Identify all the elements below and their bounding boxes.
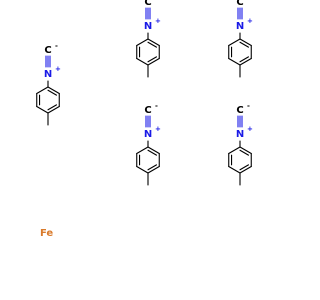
- ring-double-bond: [47, 89, 57, 96]
- positive-charge-label: +: [247, 17, 253, 25]
- ligand-2: C - N+: [228, 0, 253, 78]
- negative-charge-label: -: [155, 0, 158, 2]
- ring-bond: [36, 105, 49, 114]
- ring-bond: [147, 57, 160, 66]
- carbon-atom-label: C: [144, 105, 151, 116]
- ring-bond: [228, 38, 241, 47]
- ring-double-bond: [239, 149, 249, 156]
- nitrogen-atom-label: N: [236, 21, 244, 32]
- ring-bond: [147, 165, 160, 174]
- carbon-atom-label: C: [144, 0, 151, 8]
- ligand-1: C - N+: [136, 0, 161, 78]
- ligand-4: C- N+: [136, 102, 161, 186]
- ring-double-bond: [239, 56, 249, 63]
- ring-bond: [147, 38, 160, 47]
- ring-double-bond: [239, 41, 249, 48]
- ring-bond: [228, 57, 241, 66]
- nitrogen-atom-label: N: [144, 21, 152, 32]
- ring-bond: [239, 57, 252, 66]
- ligand-3: C- N+: [36, 42, 61, 126]
- positive-charge-label: +: [247, 125, 253, 133]
- nitrogen-atom-label: N: [236, 129, 244, 140]
- ring-bond: [239, 165, 252, 174]
- ring-double-bond: [147, 149, 157, 156]
- negative-charge-label: -: [155, 102, 158, 110]
- ring-bond: [36, 86, 49, 95]
- carbon-atom-label: C: [44, 45, 51, 56]
- ring-double-bond: [147, 41, 157, 48]
- positive-charge-label: +: [155, 125, 161, 133]
- nitrogen-atom-label: N: [144, 129, 152, 140]
- ligand-5: C- N+: [228, 102, 253, 186]
- ring-double-bond: [239, 164, 249, 171]
- iron-atom-label: Fe: [40, 228, 53, 239]
- ring-double-bond: [147, 164, 157, 171]
- ring-double-bond: [47, 104, 57, 111]
- ring-bond: [136, 57, 149, 66]
- negative-charge-label: -: [247, 102, 250, 110]
- ring-bond: [136, 38, 149, 47]
- positive-charge-label: +: [55, 65, 61, 73]
- ring-bond: [136, 146, 149, 155]
- ring-bond: [228, 165, 241, 174]
- negative-charge-label: -: [247, 0, 250, 2]
- ring-bond: [47, 105, 60, 114]
- ring-bond: [47, 86, 60, 95]
- carbon-atom-label: C: [236, 105, 243, 116]
- nitrogen-atom-label: N: [44, 69, 52, 80]
- ring-double-bond: [147, 56, 157, 63]
- negative-charge-label: -: [55, 42, 58, 50]
- ring-bond: [228, 146, 241, 155]
- carbon-atom-label: C: [236, 0, 243, 8]
- molecular-structure: C-N+C-N+C-N+C-N+C-N+ Fe: [36, 0, 253, 239]
- ring-bond: [147, 146, 160, 155]
- ring-bond: [239, 38, 252, 47]
- ring-bond: [239, 146, 252, 155]
- ring-bond: [136, 165, 149, 174]
- positive-charge-label: +: [155, 17, 161, 25]
